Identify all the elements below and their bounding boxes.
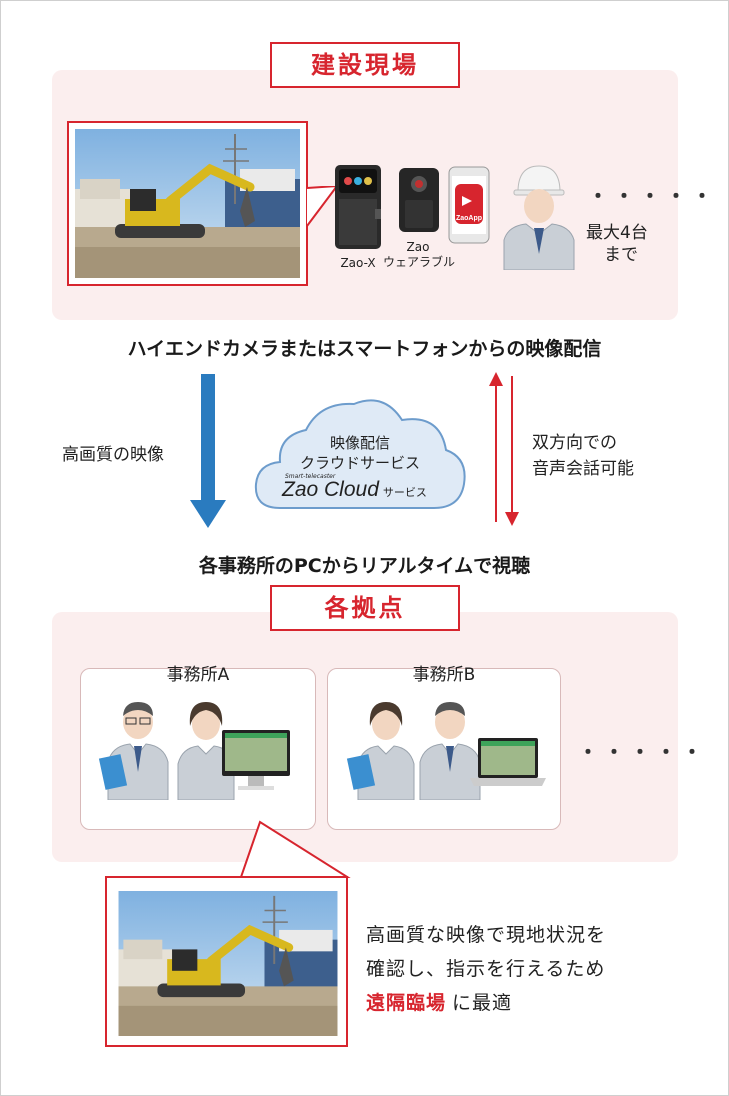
cloud-icon: [254, 399, 466, 509]
bases-ellipsis: ・・・・・: [578, 740, 708, 764]
cloud-line2: クラウドサービス: [299, 454, 420, 472]
site-title: 建設現場: [270, 42, 460, 88]
cloud-brand-small: Smart-telecaster: [285, 473, 336, 480]
zao-x-device-icon: [335, 165, 381, 249]
note-line3-rest: に最適: [452, 992, 513, 1014]
excavator-photo-remote: [118, 891, 338, 1036]
bases-photo-pointer: [239, 820, 351, 878]
cloud-line1: 映像配信: [329, 434, 390, 452]
site-devices-ellipsis: ・・・・・: [588, 184, 718, 208]
worker-helmet-icon: [503, 165, 575, 270]
smartphone-app-icon: ZaoApp: [448, 166, 490, 244]
device-label-zao-x: Zao-X: [340, 256, 376, 270]
office-b-staff-icon: [346, 702, 546, 800]
bases-photo-frame: [105, 876, 348, 1047]
max-devices-line1: 最大4台: [586, 223, 648, 243]
zao-wearable-device-icon: [399, 168, 439, 232]
two-way-audio-line1: 双方向での: [532, 433, 617, 453]
video-down-arrow-icon: [190, 374, 226, 528]
view-caption: 各事務所のPCからリアルタイムで視聴: [198, 555, 531, 577]
app-icon-label: ZaoApp: [456, 215, 482, 222]
note-highlight: 遠隔臨場: [366, 992, 447, 1014]
note-line1: 高画質な映像で現地状況を: [366, 924, 607, 946]
two-way-audio-arrows-icon: [489, 372, 519, 526]
office-b-title: 事務所B: [412, 665, 476, 685]
note-line2: 確認し、指示を行えるため: [366, 958, 606, 980]
cloud-brand-name: Zao Cloud: [282, 478, 379, 501]
office-a-title: 事務所A: [166, 665, 230, 685]
excavator-photo: [75, 129, 300, 278]
cloud-brand-suffix: サービス: [382, 487, 427, 499]
bases-title: 各拠点: [270, 585, 460, 631]
max-devices-line2: まで: [604, 245, 638, 265]
upload-caption: ハイエンドカメラまたはスマートフォンからの映像配信: [127, 338, 602, 360]
high-quality-video-label: 高画質の映像: [62, 445, 164, 465]
device-label-zao-wearable: Zao ウェアラブル: [383, 240, 456, 269]
site-photo-frame: [67, 121, 308, 286]
two-way-audio-line2: 音声会話可能: [532, 459, 634, 479]
remote-inspection-note: 高画質な映像で現地状況を 確認し、指示を行えるため 遠隔臨場に最適: [366, 918, 606, 1020]
note-line3: 遠隔臨場に最適: [366, 986, 606, 1020]
office-a-staff-icon: [98, 702, 290, 800]
site-photo-pointer: [306, 186, 339, 227]
